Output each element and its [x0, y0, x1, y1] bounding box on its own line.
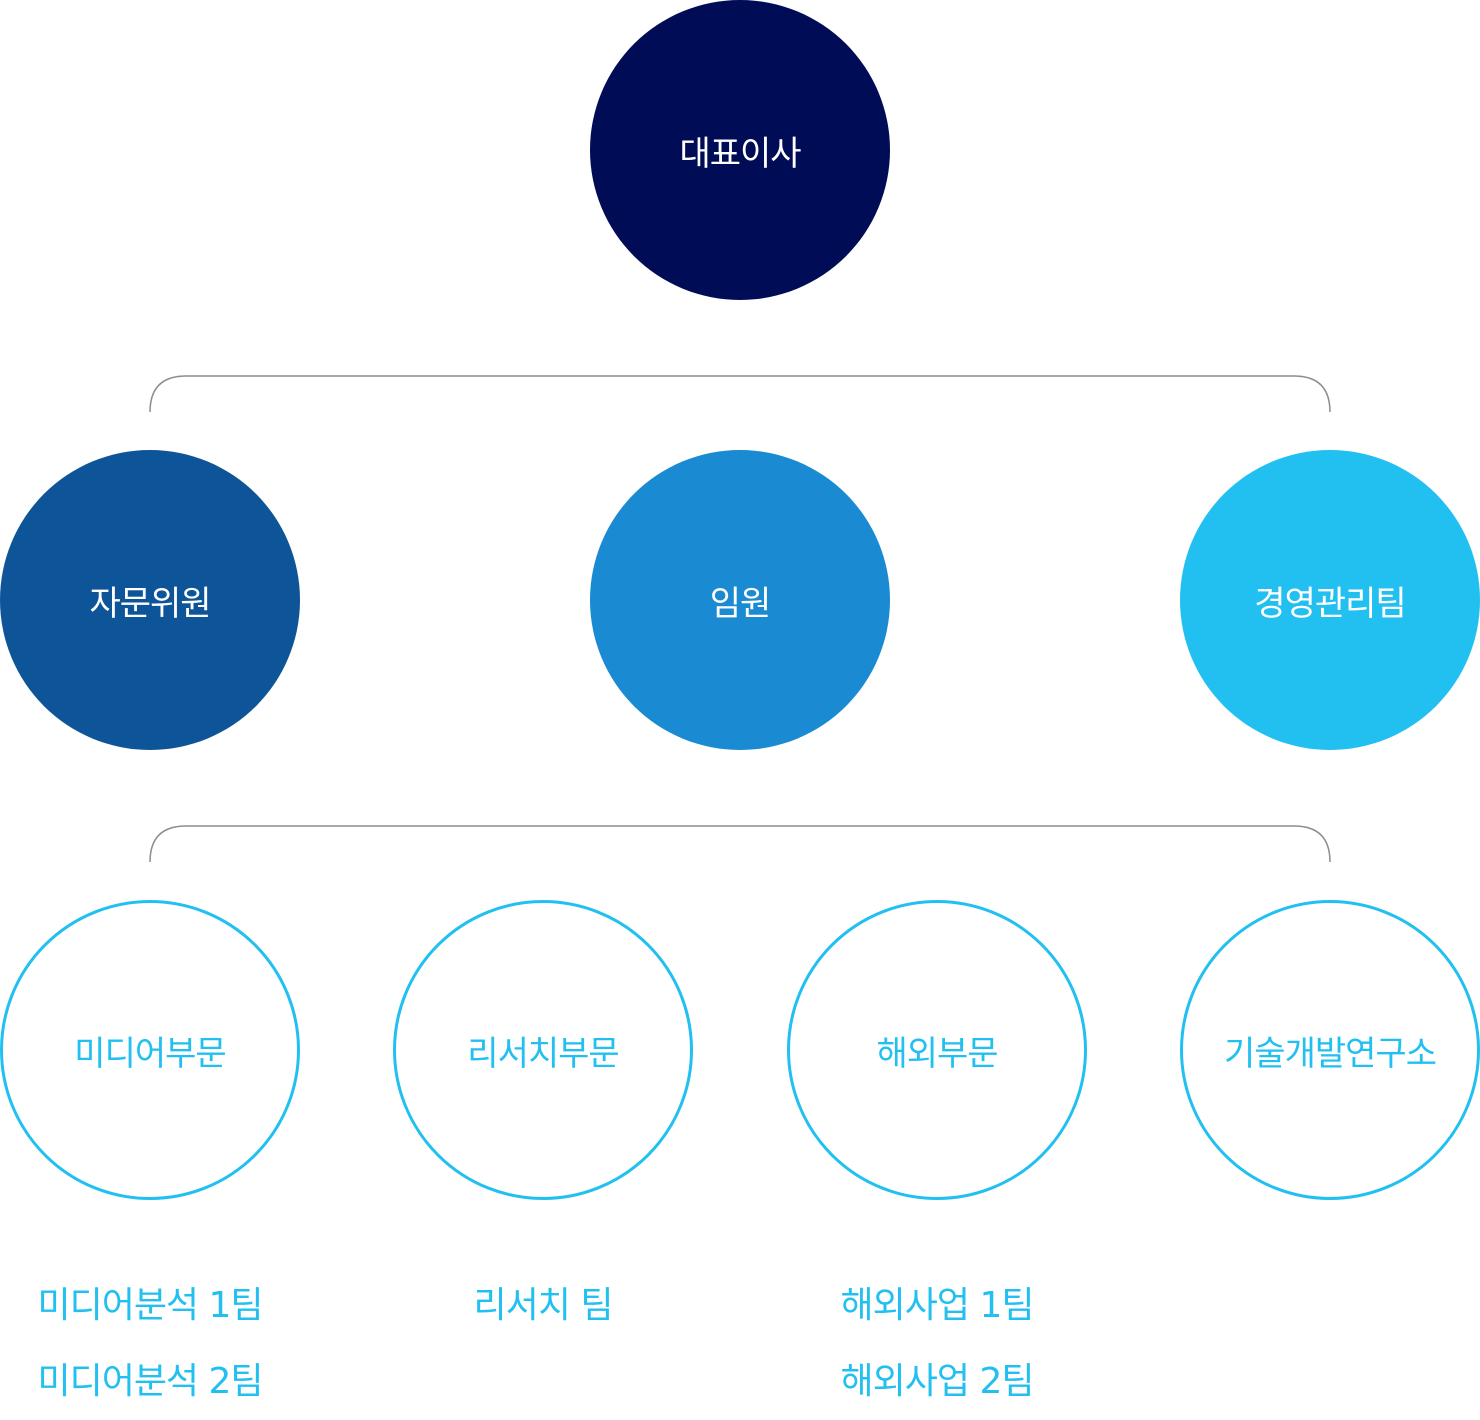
ceo-node: 대표이사	[590, 0, 890, 300]
research-division-node: 리서치부문	[393, 900, 693, 1200]
overseas-team-list: 해외사업 1팀 해외사업 2팀	[787, 1268, 1087, 1420]
media-division-label: 미디어부문	[74, 1033, 226, 1074]
media-team-list: 미디어분석 1팀 미디어분석 2팀	[0, 1268, 300, 1420]
overseas-division-node: 해외부문	[787, 900, 1087, 1200]
team-item: 해외사업 2팀	[840, 1361, 1035, 1402]
media-division-node: 미디어부문	[0, 900, 300, 1200]
ceo-label: 대표이사	[679, 133, 801, 174]
management-team-node: 경영관리팀	[1180, 450, 1480, 750]
connector-ceo-to-level2	[149, 375, 1331, 413]
team-item: 미디어분석 2팀	[37, 1361, 263, 1402]
research-team-list: 리서치 팀	[393, 1268, 693, 1344]
team-item: 리서치 팀	[473, 1285, 614, 1326]
team-item: 해외사업 1팀	[840, 1285, 1035, 1326]
rnd-lab-node: 기술개발연구소	[1180, 900, 1480, 1200]
research-division-label: 리서치부문	[467, 1033, 619, 1074]
advisors-node: 자문위원	[0, 450, 300, 750]
management-team-label: 경영관리팀	[1254, 583, 1406, 624]
advisors-label: 자문위원	[89, 583, 211, 624]
overseas-division-label: 해외부문	[876, 1033, 998, 1074]
connector-level2-to-divisions	[149, 825, 1331, 863]
executives-node: 임원	[590, 450, 890, 750]
executives-label: 임원	[709, 583, 772, 624]
team-item: 미디어분석 1팀	[37, 1285, 263, 1326]
rnd-lab-label: 기술개발연구소	[1224, 1033, 1437, 1074]
